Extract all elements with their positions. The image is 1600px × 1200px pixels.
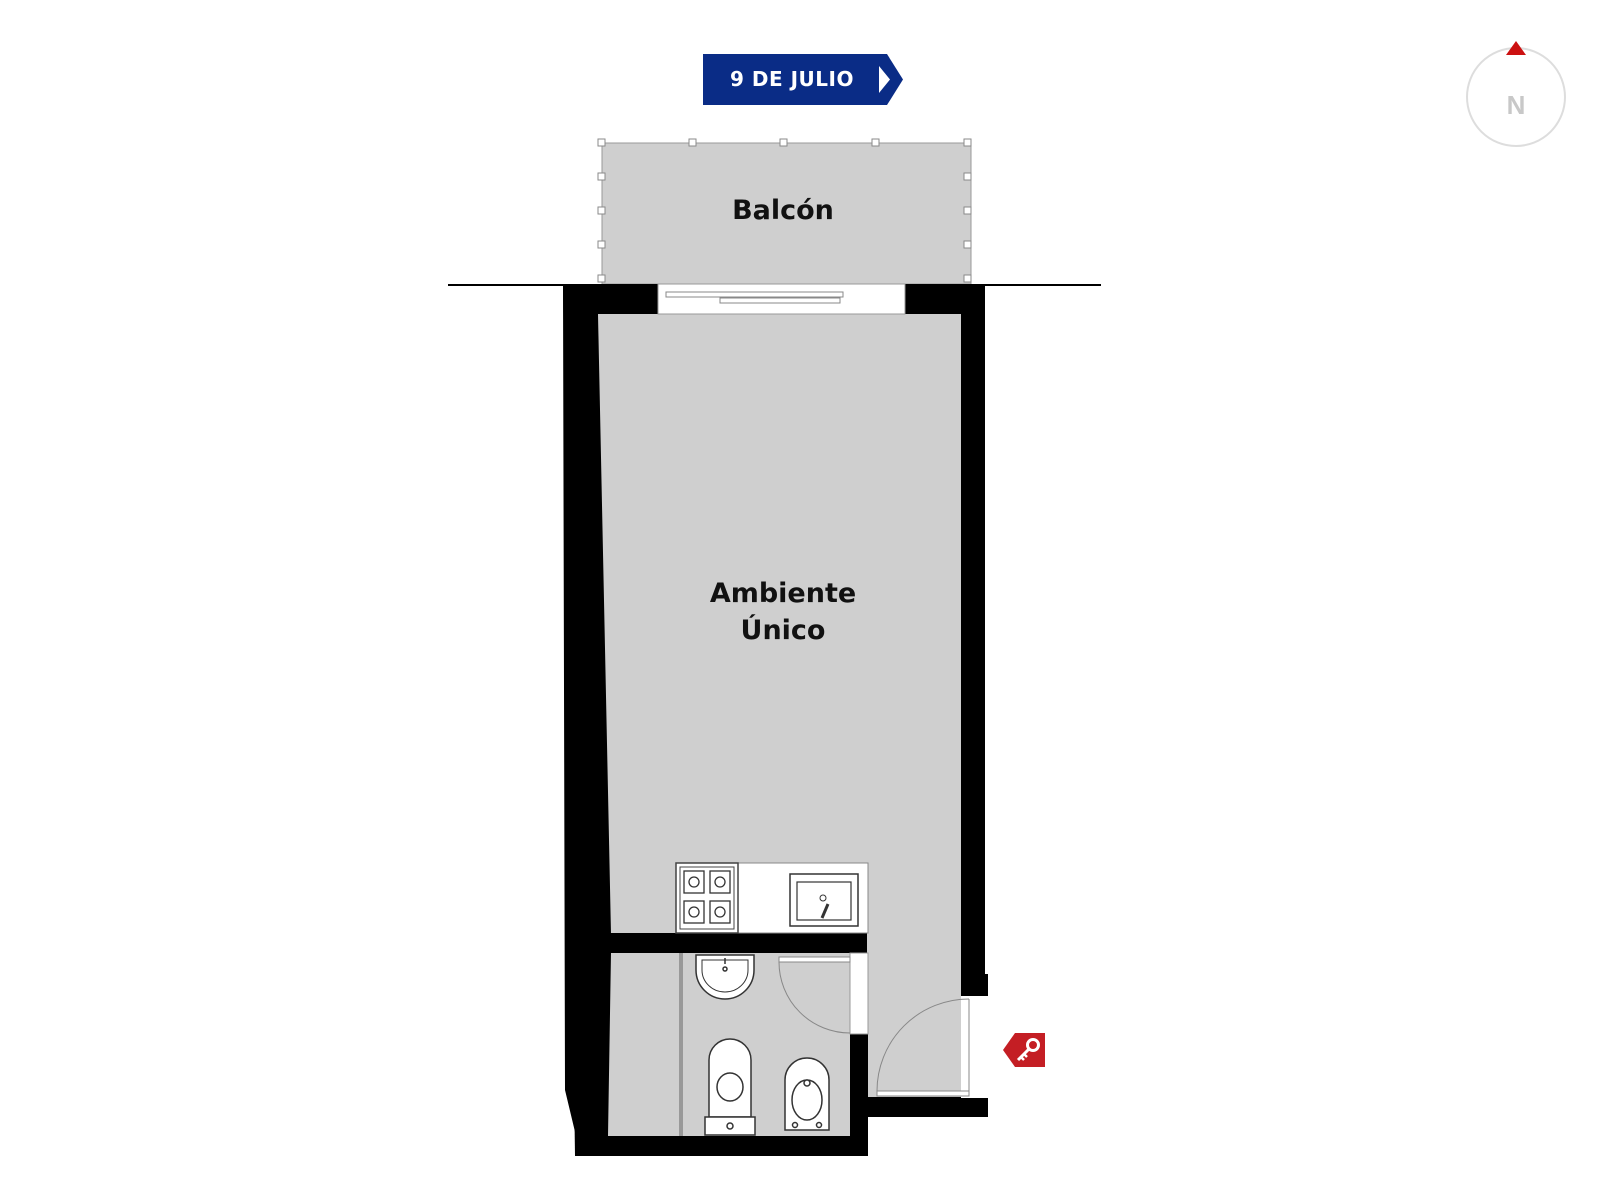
toilet-icon [704,1038,756,1136]
entry-key-badge[interactable] [1003,1033,1045,1067]
bathroom-fixtures [679,953,830,1136]
street-sign-badge [703,54,903,105]
kitchen-sink-icon [789,873,859,927]
bidet-icon [784,1057,830,1131]
bathroom-door[interactable] [778,952,869,1035]
stove-icon [675,862,739,934]
entrance-door[interactable] [876,996,988,1098]
washbasin-icon [695,954,755,1000]
compass-north-label: N [1506,90,1526,120]
room-label-main-line2: Único [740,615,826,646]
kitchen-counter [675,862,869,934]
compass-icon [1466,41,1566,147]
room-label-balcony: Balcón [732,195,834,226]
balcony-railing [597,138,972,283]
compass: N [1464,38,1568,150]
chevron-right-icon [879,66,890,93]
north-marker-icon [1506,41,1526,55]
street-sign[interactable]: 9 DE JULIO [703,54,903,105]
balcony-window [657,283,906,315]
room-label-main-line1: Ambiente [709,578,857,609]
walls [563,284,988,1156]
key-icon [1016,1038,1040,1062]
street-name: 9 DE JULIO [730,67,854,91]
room-label-main: Ambiente Único [663,575,903,649]
